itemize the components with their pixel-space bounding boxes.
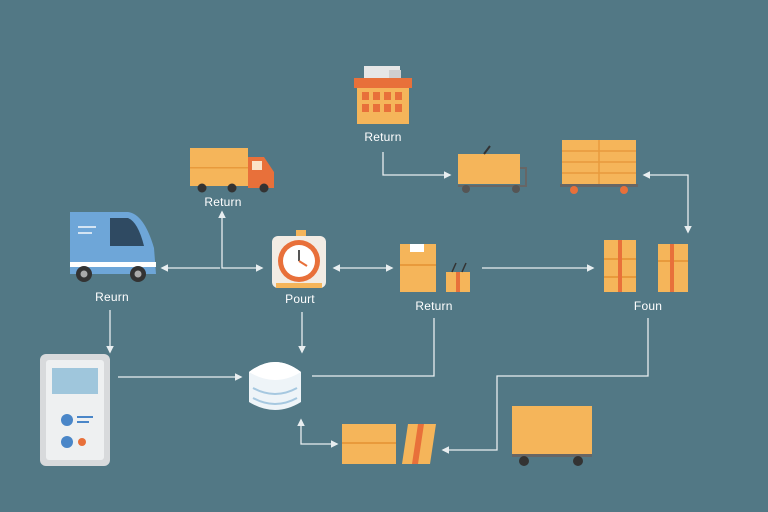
shelved-boxes-icon xyxy=(604,240,688,292)
delivery-van-icon xyxy=(70,212,156,282)
node-label-shelved-boxes: Foun xyxy=(633,299,663,313)
pallet-cart-icon xyxy=(560,140,638,194)
node-label-parcel-stack: Return xyxy=(415,299,453,313)
connector-hub-to-boxes xyxy=(297,418,339,448)
phone-device-icon xyxy=(40,354,110,466)
connector-pallet-to-shelves xyxy=(642,171,692,234)
node-label-delivery-van: Reurn xyxy=(95,290,129,304)
handcart-icon xyxy=(458,145,527,193)
connector-parcels-to-hub xyxy=(312,318,435,377)
node-label-warehouse-bin: Return xyxy=(364,130,402,144)
database-hub-icon xyxy=(249,362,301,410)
stopwatch-icon xyxy=(272,230,326,288)
node-label-box-truck: Return xyxy=(204,195,242,209)
node-label-stopwatch: Pourt xyxy=(285,292,315,306)
warehouse-bin-icon xyxy=(354,66,412,124)
connector-bin-to-cart xyxy=(382,152,452,179)
connector-truck-to-watch xyxy=(218,210,264,272)
box-truck-icon xyxy=(190,148,274,193)
connector-shelves-down xyxy=(441,318,649,454)
parcel-stack-icon xyxy=(400,244,470,292)
connectors xyxy=(106,152,692,454)
cargo-trailer-icon xyxy=(512,406,592,466)
box-pair-icon xyxy=(342,424,436,464)
